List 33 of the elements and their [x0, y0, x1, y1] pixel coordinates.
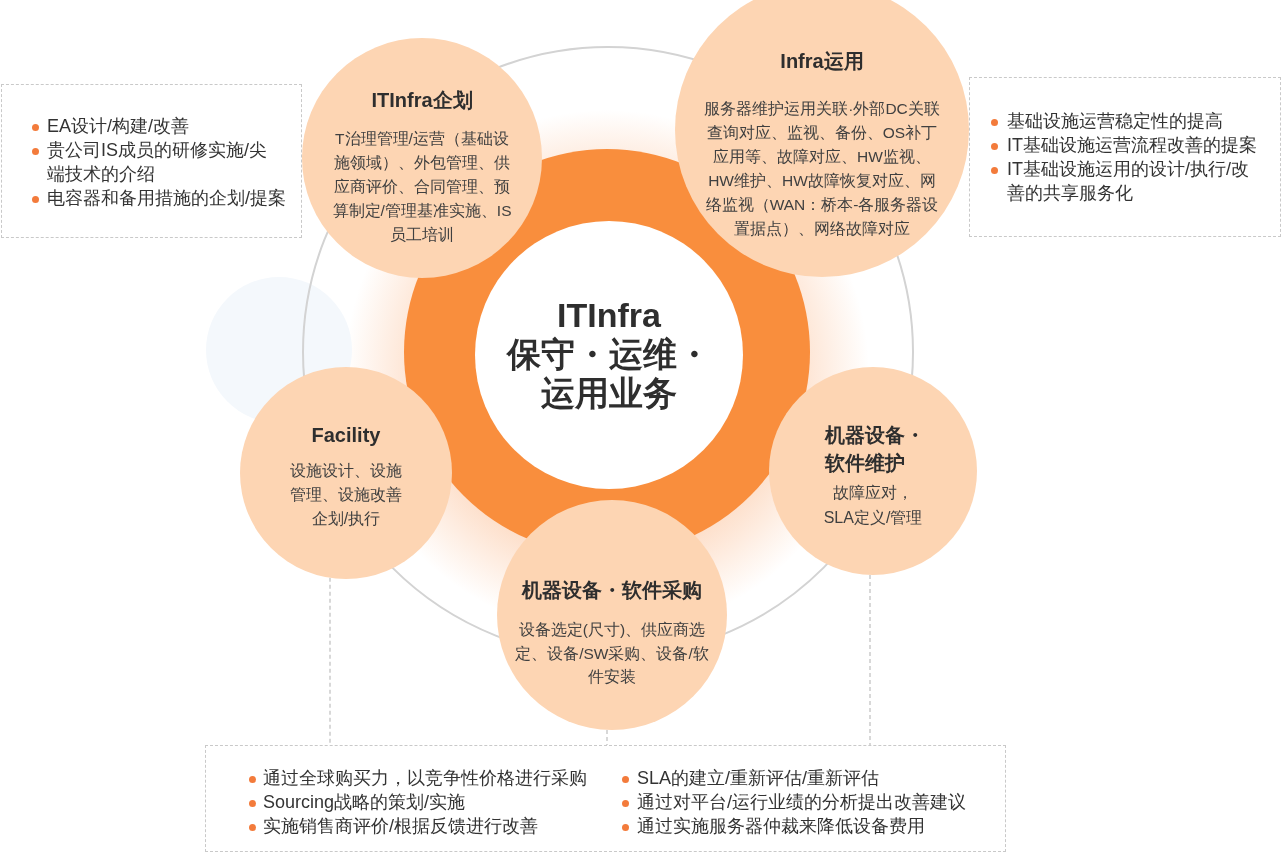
list-item: 基础设施运营稳定性的提高 — [1007, 111, 1223, 131]
circle-text: 设备选定(尺寸)、供应商选定、设备/SW采购、设备/软件安装 — [515, 621, 709, 685]
list-item: SLA的建立/重新评估/重新评估 — [637, 768, 880, 788]
list-item: IT基础设施运营流程改善的提案 — [1007, 135, 1257, 155]
list-item: 实施销售商评价/根据反馈进行改善 — [263, 816, 538, 836]
connector-line — [869, 574, 871, 746]
connector-line — [329, 577, 331, 746]
circle-heading: ITInfra企划 — [371, 89, 473, 111]
list-item: EA设计/构建/改善 — [47, 116, 189, 136]
dashed-list-box — [205, 745, 1006, 852]
list-item: IT基础设施运用的设计/执行/改善的共享服务化 — [1007, 159, 1249, 203]
dashed-list-box — [969, 77, 1281, 237]
circle-heading: 机器设备・软件维护 — [825, 424, 925, 474]
center-title: ITInfra 保守・运维・运用业务 — [507, 296, 711, 412]
dashed-list-box — [1, 84, 302, 238]
circle-text: 服务器维护运用关联·外部DC关联查询对应、监视、备份、OS补丁应用等、故障对应、HW监视、HW维护、HW故障恢复对应、网络监视（WAN：桥本-各服务器设置据点）、网络故障对应 — [704, 99, 940, 237]
topic-circle — [240, 367, 452, 579]
topic-circle — [497, 500, 727, 730]
list-item: Sourcing战略的策划/实施 — [263, 792, 466, 812]
circle-text: 故障应对，SLA定义/管理 — [823, 484, 923, 526]
topic-circle — [302, 38, 542, 278]
topic-circle — [769, 367, 977, 575]
circle-text: 设施设计、设施管理、设施改善企划/执行 — [290, 462, 402, 527]
list-item: 通过对平台/运行业绩的分析提出改善建议 — [637, 792, 966, 812]
list-item: 贵公司IS成员的研修实施/尖端技术的介绍 — [47, 140, 267, 184]
circle-text: T治理管理/运营（基础设施领域）、外包管理、供应商评价、合同管理、预算制定/管理基准实施、IS员工培训 — [332, 130, 512, 243]
circle-heading: Infra运用 — [780, 50, 864, 72]
list-item: 电容器和备用措施的企划/提案 — [47, 188, 286, 208]
connector-line — [606, 729, 608, 746]
list-item: 通过全球购买力，以竞争性价格进行采购 — [263, 768, 587, 788]
circle-heading: Facility — [311, 424, 381, 446]
circle-heading: 机器设备・软件采购 — [522, 579, 702, 601]
list-item: 通过实施服务器仲裁来降低设备费用 — [637, 816, 925, 836]
